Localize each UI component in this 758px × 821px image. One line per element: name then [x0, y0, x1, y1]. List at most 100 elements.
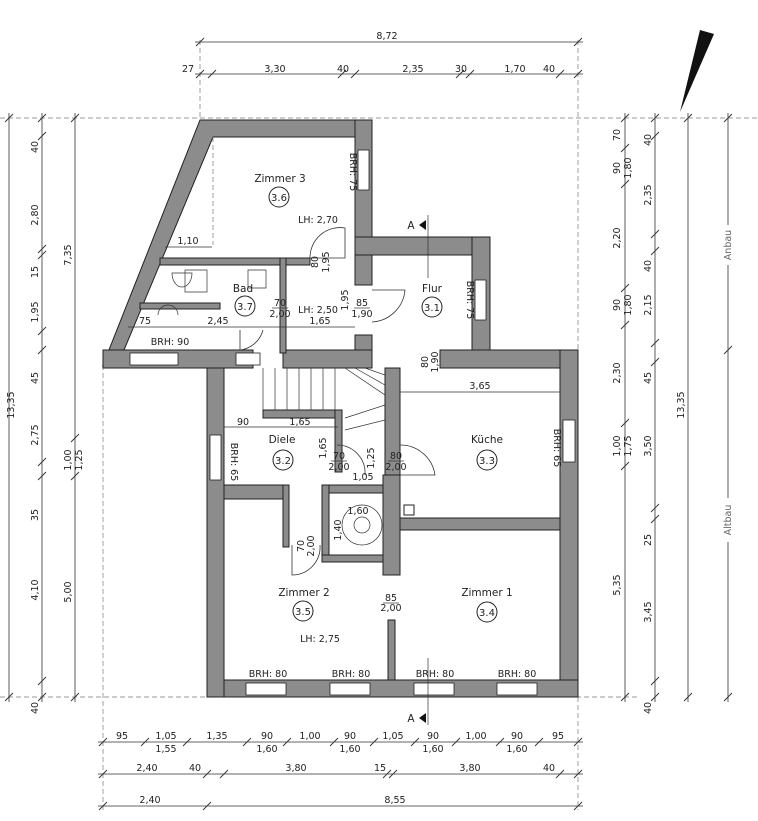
- svg-text:Diele: Diele: [269, 434, 296, 446]
- svg-text:13,35: 13,35: [676, 391, 687, 418]
- svg-text:2,30: 2,30: [612, 362, 623, 383]
- north-arrow-icon: [680, 30, 714, 112]
- dimension-right: 70 90 1,80 2,20 90 1,80 2,30 1,00 1,75 5…: [612, 113, 734, 714]
- svg-text:1,00: 1,00: [63, 449, 74, 470]
- svg-text:3,45: 3,45: [643, 601, 654, 622]
- window: [413, 682, 455, 696]
- svg-text:1,70: 1,70: [504, 64, 525, 75]
- svg-text:BRH: 65: BRH: 65: [228, 443, 239, 482]
- svg-text:90: 90: [237, 417, 249, 428]
- svg-text:BRH: 80: BRH: 80: [249, 669, 288, 680]
- svg-text:Zimmer 2: Zimmer 2: [278, 587, 329, 599]
- chimney-icon: [403, 504, 415, 516]
- svg-text:1,65: 1,65: [289, 417, 310, 428]
- svg-text:15: 15: [374, 763, 386, 774]
- svg-text:90: 90: [261, 731, 273, 742]
- svg-text:2,35: 2,35: [402, 64, 423, 75]
- svg-text:BRH: 80: BRH: 80: [332, 669, 371, 680]
- svg-text:45: 45: [643, 372, 654, 384]
- svg-text:5,00: 5,00: [63, 581, 74, 602]
- window: [329, 682, 371, 696]
- svg-text:90: 90: [511, 731, 523, 742]
- svg-text:1,95: 1,95: [30, 301, 41, 322]
- svg-text:40: 40: [643, 134, 654, 146]
- svg-text:2,20: 2,20: [612, 227, 623, 248]
- window: [245, 682, 287, 696]
- dimension-top: 8,72 27 3,30 40 2,35 30 1,70 40: [182, 31, 583, 79]
- svg-text:BRH: 65: BRH: 65: [551, 429, 562, 468]
- svg-text:90: 90: [427, 731, 439, 742]
- svg-text:30: 30: [455, 64, 467, 75]
- svg-text:1,90: 1,90: [351, 309, 372, 320]
- svg-text:Küche: Küche: [471, 434, 503, 446]
- svg-text:90: 90: [612, 162, 623, 174]
- svg-text:35: 35: [30, 509, 41, 521]
- svg-text:2,00: 2,00: [269, 309, 290, 320]
- svg-text:1,60: 1,60: [339, 744, 360, 755]
- svg-text:2,80: 2,80: [30, 204, 41, 225]
- svg-text:3,65: 3,65: [469, 381, 490, 392]
- svg-text:3.7: 3.7: [237, 302, 253, 313]
- svg-text:Bad: Bad: [233, 283, 253, 295]
- svg-text:70: 70: [612, 129, 623, 141]
- window: [129, 352, 179, 366]
- svg-text:1,90: 1,90: [430, 351, 441, 372]
- svg-text:90: 90: [612, 299, 623, 311]
- svg-text:2,45: 2,45: [207, 316, 228, 327]
- room-zimmer-3: Zimmer 3 3.6 LH: 2,70: [254, 173, 338, 226]
- svg-text:80: 80: [310, 256, 321, 268]
- svg-text:1,75: 1,75: [623, 435, 634, 456]
- svg-text:Flur: Flur: [422, 283, 443, 295]
- walls: [101, 119, 579, 698]
- svg-text:1,60: 1,60: [347, 506, 368, 517]
- svg-text:40: 40: [543, 64, 555, 75]
- svg-text:BRH: 90: BRH: 90: [151, 337, 190, 348]
- svg-text:1,55: 1,55: [155, 744, 176, 755]
- svg-text:75: 75: [139, 316, 151, 327]
- svg-text:3.2: 3.2: [275, 456, 291, 467]
- svg-text:3.5: 3.5: [295, 607, 311, 618]
- svg-text:1,10: 1,10: [177, 236, 198, 247]
- svg-text:1,80: 1,80: [623, 157, 634, 178]
- svg-text:LH: 2,75: LH: 2,75: [300, 634, 340, 645]
- window: [357, 149, 370, 191]
- svg-text:70: 70: [274, 298, 286, 309]
- svg-text:1,35: 1,35: [206, 731, 227, 742]
- svg-text:BRH: 80: BRH: 80: [416, 669, 455, 680]
- svg-text:1,05: 1,05: [352, 472, 373, 483]
- svg-text:85: 85: [356, 298, 368, 309]
- section-marker-top: A: [407, 215, 429, 278]
- interior-dimensions: 1,10 75 2,45 1,65 BRH: 90 70 2,00 1,95 8…: [128, 153, 562, 680]
- svg-text:40: 40: [543, 763, 555, 774]
- svg-text:LH: 2,70: LH: 2,70: [298, 215, 338, 226]
- svg-text:40: 40: [30, 141, 41, 153]
- svg-text:27: 27: [182, 64, 194, 75]
- svg-text:2,15: 2,15: [643, 294, 654, 315]
- svg-text:95: 95: [116, 731, 128, 742]
- room-kueche: Küche 3.3: [471, 434, 503, 471]
- svg-text:5,35: 5,35: [612, 574, 623, 595]
- svg-text:25: 25: [643, 534, 654, 546]
- window: [496, 682, 538, 696]
- windows: [129, 149, 576, 696]
- svg-text:40: 40: [643, 702, 654, 714]
- svg-text:A: A: [407, 713, 415, 725]
- svg-text:Zimmer 3: Zimmer 3: [254, 173, 305, 185]
- svg-text:70: 70: [333, 451, 345, 462]
- window: [209, 434, 222, 481]
- doors-stairs: [157, 137, 436, 576]
- svg-text:13,35: 13,35: [6, 391, 17, 418]
- svg-text:70: 70: [296, 540, 307, 552]
- svg-text:45: 45: [30, 372, 41, 384]
- svg-text:1,40: 1,40: [333, 519, 344, 540]
- svg-text:BRH: 75: BRH: 75: [464, 281, 475, 320]
- room-diele: Diele 3.2: [269, 434, 296, 471]
- svg-text:2,75: 2,75: [30, 424, 41, 445]
- svg-text:15: 15: [30, 266, 41, 278]
- svg-text:3,30: 3,30: [264, 64, 285, 75]
- svg-text:40: 40: [337, 64, 349, 75]
- dimension-left: 13,35 40 2,80 15 1,95 45 2,75 35 4,10 40…: [4, 113, 85, 714]
- svg-text:2,00: 2,00: [306, 535, 317, 556]
- svg-text:1,65: 1,65: [318, 437, 329, 458]
